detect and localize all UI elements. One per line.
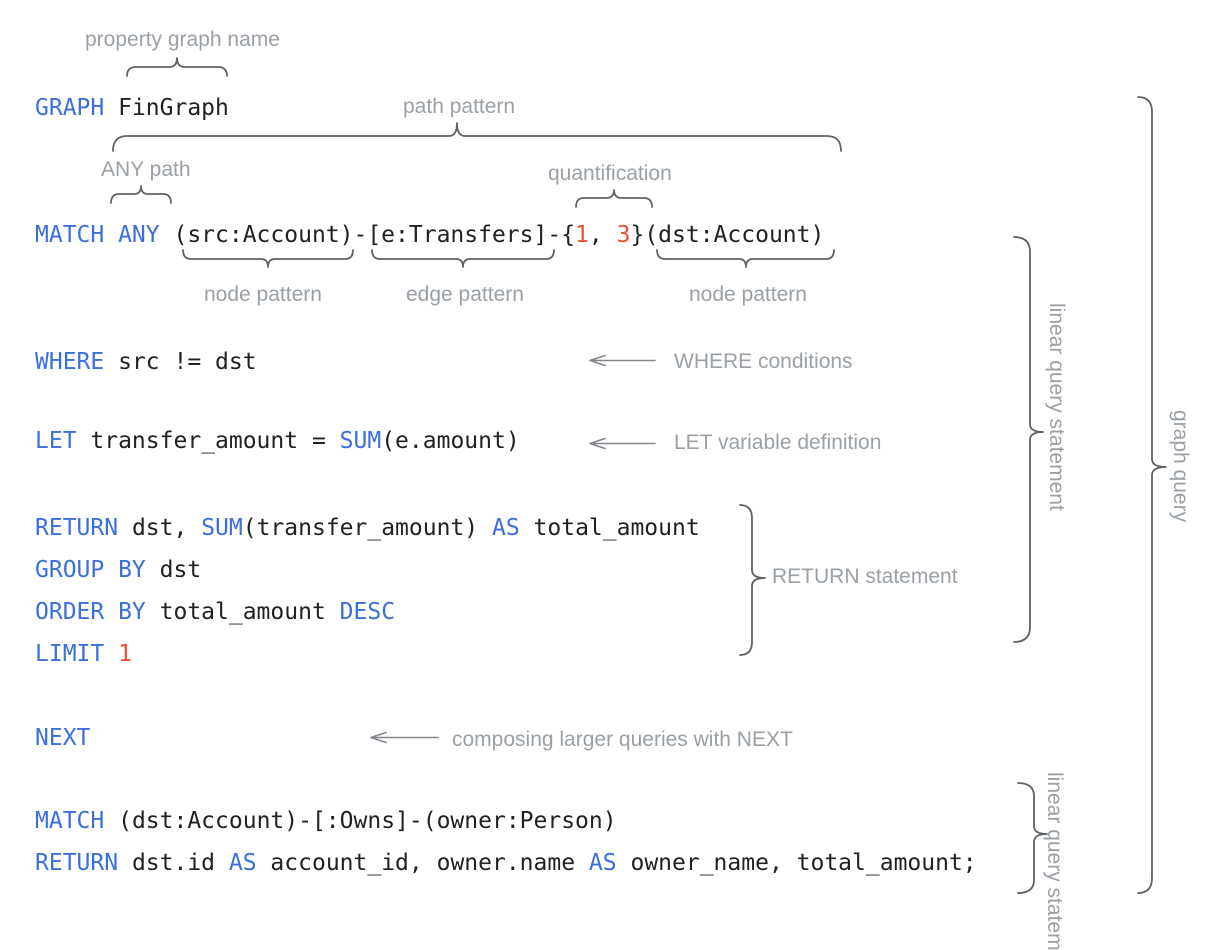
next-arrow-icon bbox=[370, 731, 439, 744]
label-path-pattern: path pattern bbox=[403, 95, 516, 118]
any-path-brace bbox=[110, 185, 172, 204]
code-line-limit: LIMIT 1 bbox=[35, 641, 132, 667]
label-let-variable-definition: LET variable definition bbox=[674, 431, 882, 454]
label-composing-next: composing larger queries with NEXT bbox=[452, 728, 793, 751]
code-line-group-by: GROUP BY dst bbox=[35, 557, 202, 583]
label-linear-query-statement-2: linear query statement bbox=[1043, 772, 1066, 950]
path-pattern-brace bbox=[112, 122, 842, 152]
label-any-path: ANY path bbox=[101, 158, 191, 181]
label-node-pattern-2: node pattern bbox=[689, 283, 807, 306]
code-line-let: LET transfer_amount = SUM(e.amount) bbox=[35, 428, 520, 454]
code-line-where: WHERE src != dst bbox=[35, 349, 257, 375]
code-line-match-2: MATCH (dst:Account)-[:Owns]-(owner:Perso… bbox=[35, 808, 617, 834]
label-edge-pattern: edge pattern bbox=[406, 283, 524, 306]
code-line-match-1: MATCH ANY (src:Account)-[e:Transfers]-{1… bbox=[35, 222, 825, 248]
label-node-pattern-1: node pattern bbox=[204, 283, 322, 306]
where-arrow-icon bbox=[589, 354, 656, 367]
edge-pattern-brace bbox=[371, 249, 555, 268]
quantification-brace bbox=[575, 189, 653, 208]
label-where-conditions: WHERE conditions bbox=[674, 350, 853, 373]
node-pattern-1-brace bbox=[182, 249, 354, 268]
code-line-graph: GRAPH FinGraph bbox=[35, 95, 229, 121]
linear-query-statement-1-brace bbox=[1013, 236, 1044, 643]
graph-query-brace bbox=[1137, 96, 1167, 894]
label-graph-query: graph query bbox=[1169, 410, 1192, 523]
property-graph-name-brace bbox=[126, 57, 228, 77]
label-property-graph-name: property graph name bbox=[85, 28, 280, 51]
label-return-statement: RETURN statement bbox=[772, 565, 958, 588]
label-quantification: quantification bbox=[548, 162, 672, 185]
linear-query-statement-2-brace bbox=[1017, 782, 1048, 894]
code-line-return-1: RETURN dst, SUM(transfer_amount) AS tota… bbox=[35, 515, 700, 541]
code-line-return-2: RETURN dst.id AS account_id, owner.name … bbox=[35, 850, 977, 876]
label-linear-query-statement-1: linear query statement bbox=[1045, 303, 1068, 511]
code-line-next: NEXT bbox=[35, 725, 91, 751]
code-line-order-by: ORDER BY total_amount DESC bbox=[35, 599, 396, 625]
node-pattern-2-brace bbox=[656, 249, 835, 268]
let-arrow-icon bbox=[589, 437, 656, 450]
return-statement-brace bbox=[739, 504, 766, 656]
